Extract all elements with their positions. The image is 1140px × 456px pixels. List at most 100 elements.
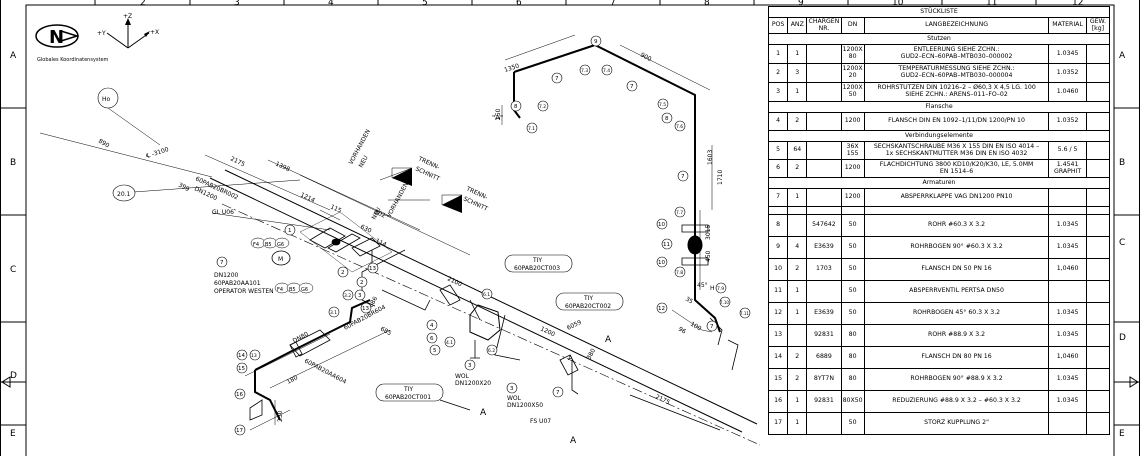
- svg-text:8: 8: [665, 116, 669, 122]
- callout-bubble: 13: [360, 302, 372, 314]
- branch-dn80: [244, 299, 391, 431]
- svg-text:9: 9: [594, 39, 598, 45]
- callout-bubble: 7.7: [674, 206, 686, 218]
- row-label: E: [1119, 429, 1125, 439]
- callout-bubble: 7.10: [719, 296, 731, 308]
- svg-text:℄ -3100: ℄ -3100: [145, 146, 169, 160]
- callout-bubble: 15: [236, 362, 248, 374]
- svg-text:10: 10: [658, 222, 665, 228]
- svg-text:900: 900: [639, 52, 653, 64]
- callout-bubble: 13: [367, 262, 379, 274]
- svg-text:OPERATOR WESTEN: OPERATOR WESTEN: [214, 288, 274, 295]
- svg-text:8: 8: [514, 104, 518, 110]
- svg-text:10: 10: [658, 260, 665, 266]
- svg-text:2: 2: [341, 270, 345, 276]
- svg-text:7.5: 7.5: [659, 102, 666, 108]
- row-label: E: [10, 429, 16, 439]
- callout-bubble: 16: [234, 388, 246, 400]
- svg-text:13: 13: [369, 266, 376, 272]
- col-label: 4: [328, 0, 334, 8]
- callout-bubble: 13: [249, 349, 261, 361]
- drawing-labels: Ho 20.1 890 ℄ -3100 399 60PAB20BR002 DN1…: [97, 52, 724, 446]
- spacer-row: [767, 206, 1111, 215]
- section-row: Stutzen: [768, 33, 1110, 45]
- svg-text:7.7: 7.7: [676, 210, 683, 216]
- svg-text:3: 3: [468, 363, 472, 369]
- col-label: 12: [1072, 0, 1083, 8]
- svg-text:DN1200X50: DN1200X50: [507, 402, 543, 409]
- row-label: C: [10, 265, 16, 275]
- callout-bubble: 7: [216, 256, 228, 268]
- svg-text:DN1200X20: DN1200X20: [455, 380, 491, 387]
- svg-text:100: 100: [689, 321, 703, 333]
- svg-text:17: 17: [236, 428, 243, 434]
- svg-text:5: 5: [433, 348, 437, 354]
- ho-ref: Ho: [102, 96, 111, 103]
- svg-text:DN1200: DN1200: [214, 272, 239, 279]
- ref-20-1: 20.1: [117, 191, 131, 198]
- actuator-icon: [271, 250, 291, 266]
- svg-text:1603: 1603: [707, 150, 714, 165]
- svg-text:FS U07: FS U07: [530, 418, 551, 425]
- svg-text:7.6: 7.6: [676, 124, 683, 130]
- svg-text:7.3: 7.3: [581, 68, 588, 74]
- callout-bubble: 7.8: [674, 266, 686, 278]
- svg-text:1398: 1398: [274, 160, 291, 173]
- svg-text:630: 630: [359, 223, 373, 234]
- callout-bubble: 14: [236, 349, 248, 361]
- svg-text:+Z: +Z: [123, 13, 132, 20]
- callout-bubble: 3: [354, 289, 366, 301]
- coordinate-system: N +Z +X +Y Globales Koordinatensystem: [35, 13, 159, 63]
- svg-text:11: 11: [663, 242, 670, 248]
- svg-text:B5: B5: [265, 242, 272, 248]
- callout-bubble: 6.2: [486, 344, 498, 356]
- svg-text:60PAB20AA604: 60PAB20AA604: [303, 358, 348, 386]
- svg-text:A: A: [480, 408, 487, 418]
- callout-bubble: 10: [656, 256, 668, 268]
- svg-text:150: 150: [495, 108, 502, 120]
- callout-bubble: 3.2: [342, 289, 354, 301]
- svg-text:G6: G6: [277, 242, 284, 248]
- svg-text:TIY: TIY: [532, 257, 542, 264]
- callout-bubble: 11: [661, 238, 673, 250]
- section-row: Flansche: [768, 101, 1110, 113]
- row-label: A: [10, 51, 17, 61]
- svg-text:3.2: 3.2: [344, 293, 351, 299]
- col-label: 11: [986, 0, 997, 8]
- row-label: B: [1119, 158, 1125, 168]
- callout-bubble: 3.1: [328, 306, 340, 318]
- svg-text:1: 1: [288, 228, 292, 234]
- svg-text:A: A: [570, 436, 577, 446]
- svg-text:TIY: TIY: [403, 386, 413, 393]
- svg-text:7.1: 7.1: [528, 126, 535, 132]
- row-label: C: [1119, 238, 1125, 248]
- callout-bubble: 7.2: [537, 100, 549, 112]
- svg-text:802: 802: [373, 208, 387, 219]
- parts-list-title: STÜCKLISTE: [768, 6, 1110, 18]
- svg-text:14: 14: [238, 353, 245, 359]
- svg-text:7: 7: [630, 84, 634, 90]
- col-label: 9: [798, 0, 804, 8]
- section-row: Armaturen: [768, 177, 1110, 189]
- svg-text:114: 114: [374, 237, 388, 248]
- svg-text:7: 7: [220, 260, 224, 266]
- svg-text:H: H: [710, 285, 715, 292]
- callout-bubble: 7: [706, 320, 718, 332]
- callout-bubble: 8: [661, 112, 673, 124]
- svg-text:16: 16: [236, 392, 243, 398]
- svg-text:7: 7: [710, 324, 714, 330]
- svg-text:WOL: WOL: [507, 395, 522, 402]
- col-label: 2: [140, 0, 146, 8]
- svg-text:2175: 2175: [229, 155, 246, 168]
- callout-bubble: 7.6: [674, 120, 686, 132]
- svg-text:60PAB20CT003: 60PAB20CT003: [514, 265, 560, 272]
